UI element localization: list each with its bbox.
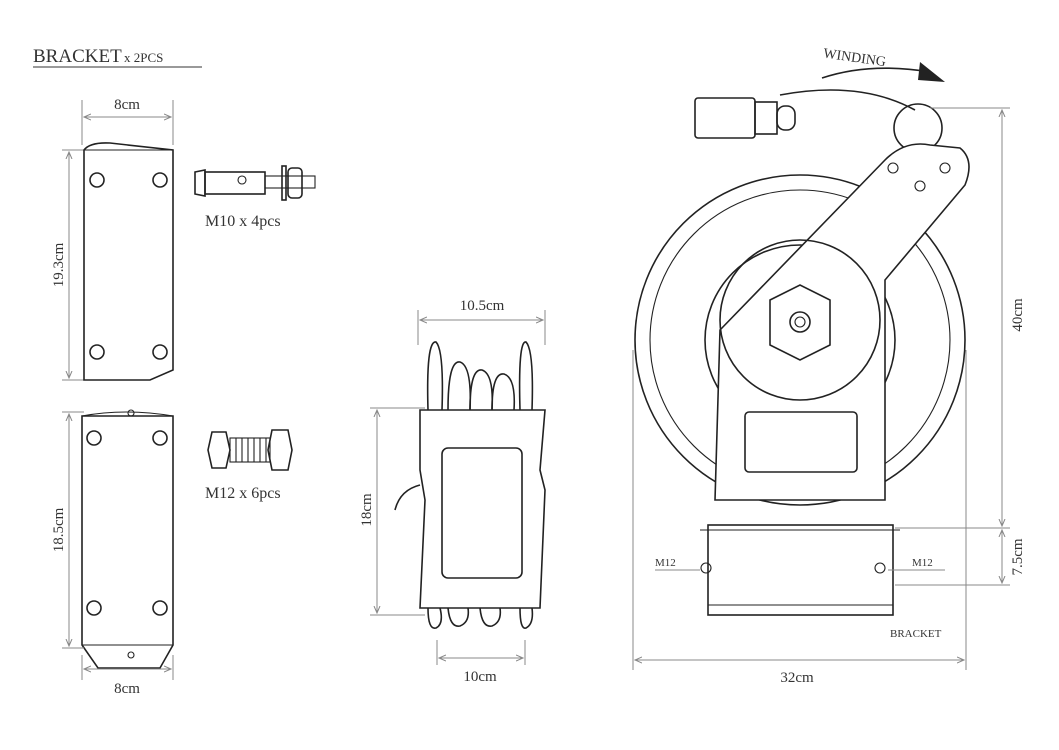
front-view: WINDING M12 M12 BRACKET 40cm 7.5cm xyxy=(632,47,1026,686)
front-height: 40cm xyxy=(1010,298,1026,332)
m12-right-label: M12 xyxy=(912,557,933,569)
side-height: 18cm xyxy=(359,493,375,527)
front-bracket-height: 7.5cm xyxy=(1010,538,1026,575)
bracket-top: 8cm 19.3cm xyxy=(51,97,174,381)
bracket-bottom: 18.5cm 8cm xyxy=(51,409,174,697)
m10-bolt: M10 x 4pcs xyxy=(194,165,316,230)
winding-label: WINDING xyxy=(822,47,886,71)
bracket-label: BRACKET xyxy=(890,628,942,640)
bracket-top-width: 8cm xyxy=(114,97,140,113)
side-top-width: 10.5cm xyxy=(460,298,505,314)
side-bottom-width: 10cm xyxy=(463,669,497,685)
m10-label: M10 x 4pcs xyxy=(205,213,281,230)
m12-left-label: M12 xyxy=(655,557,676,569)
title-main: BRACKET xyxy=(33,46,122,67)
front-width: 32cm xyxy=(780,670,814,686)
title: BRACKET x 2PCS xyxy=(33,46,202,68)
bracket-bottom-height: 18.5cm xyxy=(51,507,67,552)
bracket-bottom-width: 8cm xyxy=(114,681,140,697)
bracket-top-height: 19.3cm xyxy=(51,242,67,287)
m12-label: M12 x 6pcs xyxy=(205,485,281,502)
title-qty: x 2PCS xyxy=(124,50,163,65)
m12-bolt: M12 x 6pcs xyxy=(205,429,293,502)
side-view: 10.5cm 18cm 10cm xyxy=(359,298,546,685)
